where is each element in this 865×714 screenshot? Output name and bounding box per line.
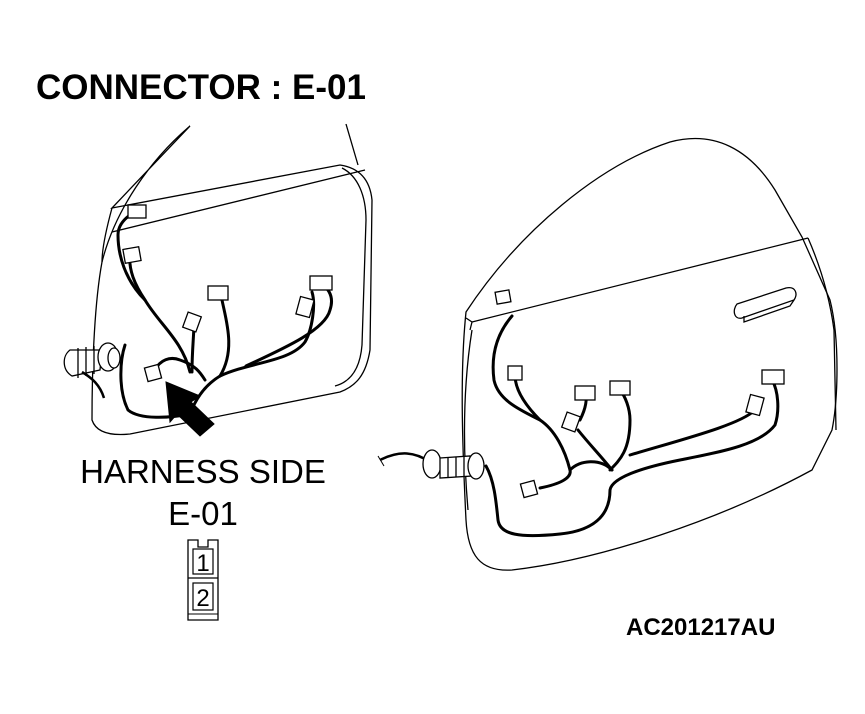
right-harness-wire bbox=[484, 314, 780, 538]
pin-label: 2 bbox=[196, 585, 209, 612]
left-harness-wire bbox=[116, 211, 334, 419]
left-connectors bbox=[122, 204, 333, 383]
pin-label: 1 bbox=[196, 550, 209, 577]
arrow-pointer bbox=[165, 381, 215, 437]
harness-side-label-block: HARNESS SIDE E-01 bbox=[64, 451, 342, 535]
connector-title: CONNECTOR : E-01 bbox=[36, 68, 366, 107]
right-grommet bbox=[377, 449, 485, 480]
left-door bbox=[91, 123, 373, 436]
figure-code: AC201217AU bbox=[626, 614, 776, 641]
connector-id-label: E-01 bbox=[168, 495, 238, 532]
right-connectors bbox=[494, 289, 785, 499]
right-door bbox=[461, 137, 838, 571]
left-grommet bbox=[63, 342, 121, 399]
connector-face: 1 2 bbox=[187, 539, 219, 621]
harness-side-label: HARNESS SIDE bbox=[80, 453, 326, 490]
